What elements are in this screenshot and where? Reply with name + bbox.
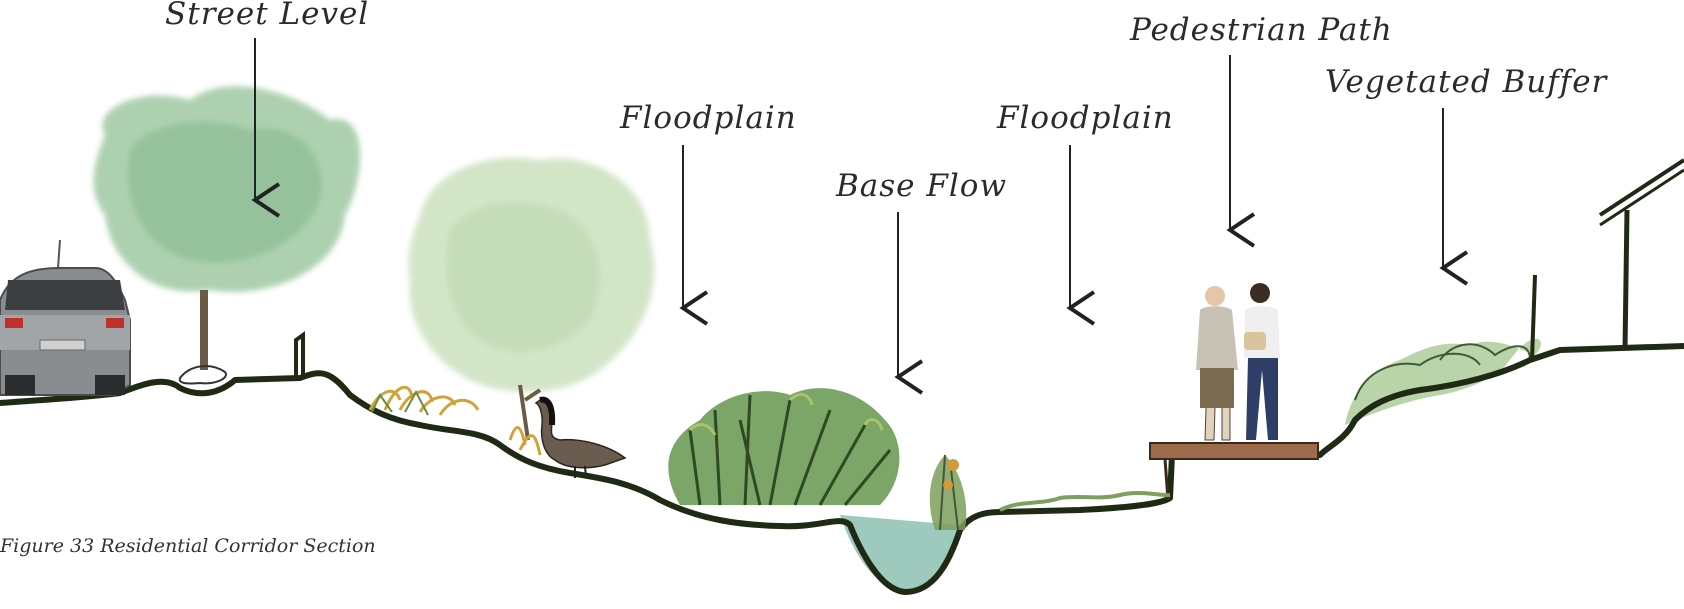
label-street-level: Street Level: [165, 0, 369, 32]
fence-icon: [1532, 160, 1684, 360]
label-floodplain-left: Floodplain: [620, 100, 797, 136]
buffer-shrub-icon: [1345, 339, 1541, 425]
figure-caption: Figure 33 Residential Corridor Section: [0, 535, 376, 557]
car-icon: [0, 240, 130, 395]
channel-shrub-icon: [930, 455, 967, 530]
center-shrub-icon: [668, 388, 899, 505]
label-vegetated-buffer: Vegetated Buffer: [1325, 64, 1607, 100]
grass-clump-icon: [370, 387, 478, 415]
pedestrian-bridge: [1150, 443, 1318, 500]
pedestrians-icon: [1196, 283, 1280, 440]
goose-icon: [510, 400, 625, 478]
label-pedestrian-path: Pedestrian Path: [1130, 12, 1393, 48]
street-tree-icon: [93, 86, 360, 383]
label-base-flow: Base Flow: [836, 168, 1007, 204]
label-floodplain-right: Floodplain: [997, 100, 1174, 136]
curb: [296, 335, 303, 378]
